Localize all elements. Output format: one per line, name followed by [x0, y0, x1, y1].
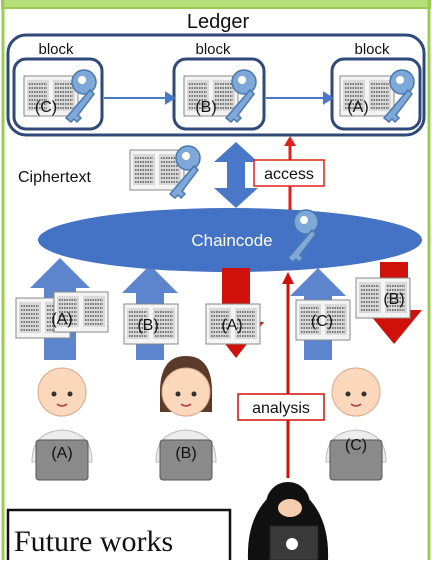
future-works-box: [6, 508, 232, 564]
chaincode-label: Chaincode: [191, 231, 272, 250]
document-label: (B): [137, 317, 158, 334]
block-a: block (A): [330, 41, 422, 131]
ledger-chaincode-double-arrow: [214, 142, 258, 208]
analysis-label-box: [237, 393, 325, 421]
block-header: block: [354, 41, 390, 58]
download-document-b: (B): [355, 277, 411, 319]
user-avatar: [31, 367, 93, 481]
block-label: (B): [195, 99, 216, 116]
block-header: block: [38, 41, 74, 58]
user-label: (C): [345, 437, 367, 454]
user-c: (C): [325, 367, 387, 481]
block-label: (C): [35, 99, 57, 116]
download-document-a: (A): [205, 303, 261, 345]
user-avatar: [325, 367, 387, 481]
block-header: block: [195, 41, 231, 58]
user-a: (A): [31, 367, 93, 481]
block-label: (A): [347, 99, 368, 116]
document-label: (C): [311, 313, 333, 330]
upload-document-c: (C): [295, 299, 351, 341]
user-avatar: [155, 367, 217, 481]
document-label: (B): [383, 291, 404, 308]
user-label: (A): [51, 445, 72, 462]
access-arrowhead: [284, 136, 296, 146]
analysis-arrowhead: [282, 272, 294, 284]
block-c: block (C): [12, 41, 104, 131]
ciphertext-label: Ciphertext: [18, 169, 91, 186]
access-label-box: [253, 159, 325, 187]
document-label: (A): [51, 311, 72, 328]
chain-arrows: [104, 91, 334, 105]
block-b: block (B): [172, 41, 266, 131]
analysis-label: analysis: [252, 400, 310, 417]
attacker-figure: [247, 482, 329, 561]
upload-document-b: (B): [123, 303, 179, 345]
skull-icon: [286, 538, 298, 550]
access-label: access: [264, 166, 314, 183]
future-works-label: Future works: [14, 525, 173, 558]
document-label: (A): [221, 317, 242, 334]
user-label: (B): [175, 445, 196, 462]
top-frame-band: [1, 0, 431, 9]
user-b: (B): [155, 356, 217, 481]
chaincode-ellipse: [38, 208, 422, 272]
upload-document-a: (A): [15, 291, 109, 339]
ledger-title: Ledger: [187, 11, 250, 33]
